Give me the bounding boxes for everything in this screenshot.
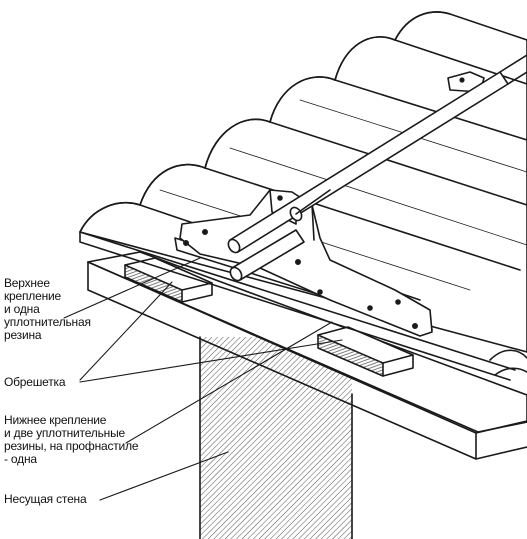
leader-lower-mount [125,321,333,444]
load-bearing-wall [199,336,353,539]
roof-batten-lower [317,326,414,377]
corrugated-roof-sheet [79,11,527,381]
label-batten: Обрешетка [4,375,66,389]
leader-lines [63,257,343,501]
label-upper-mount: Верхнее крепление и одна уплотнительная … [4,276,91,342]
snow-guard-tube-lower [229,189,331,282]
leader-upper-mount [63,257,201,319]
wall-plate-slab [87,251,527,460]
leader-wall [99,451,229,501]
snow-guard-bracket [179,189,433,337]
snow-guard-tube-upper [227,54,527,254]
label-lower-mount: Нижнее крепление и две уплотнительные ре… [4,413,139,466]
leader-batten-lower [79,339,343,383]
leader-batten-upper [79,281,173,381]
roof-batten-upper [124,257,213,303]
label-wall: Несущая стена [4,492,87,506]
